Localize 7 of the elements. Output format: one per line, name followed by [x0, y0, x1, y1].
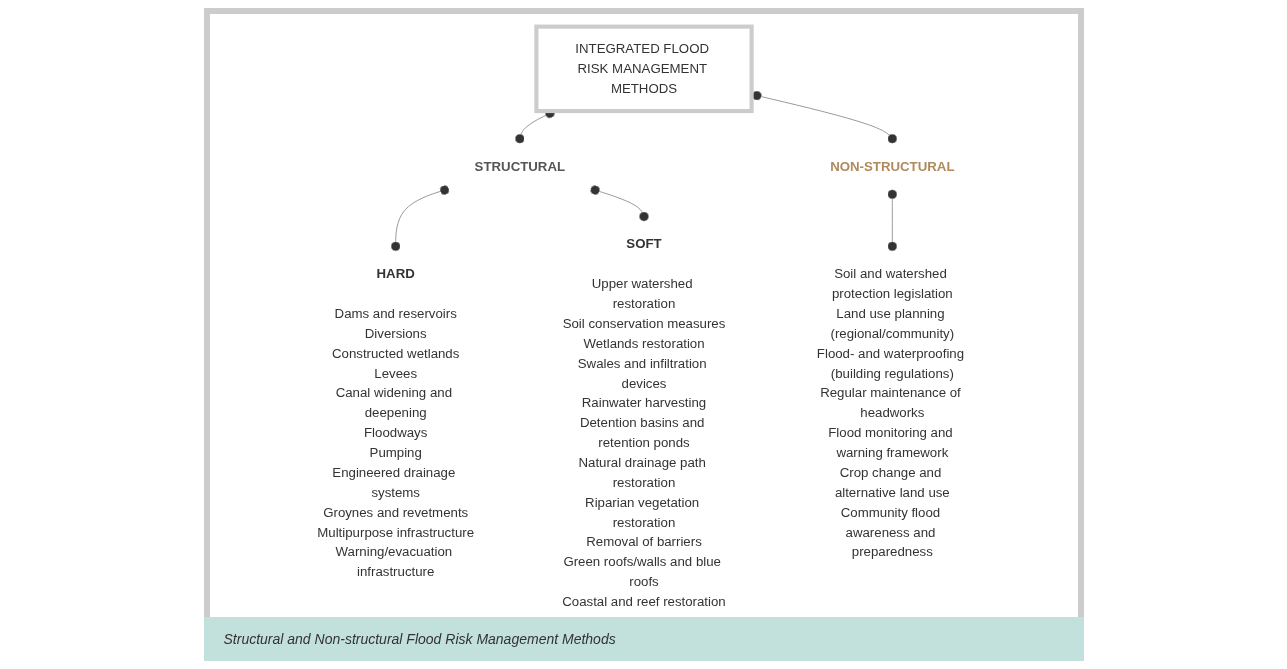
- node-box: INTEGRATED FLOOD RISK MANAGEMENT METHODS: [533, 24, 754, 114]
- node-text: STRUCTURAL: [474, 159, 565, 174]
- caption: Structural and Non-structural Flood Risk Management Methods: [203, 617, 1084, 661]
- node-text: Soil and watershed protection legislation Land use planning (regional/community) Flood- and waterproofing (building regulations) Regular maintenance of headworks Flood monitoring and warning framework Crop change and alternative land use Community flood awareness and preparedness: [816, 266, 964, 559]
- node-text: NON-STRUCTURAL: [829, 159, 954, 174]
- node-text: HARD Dams and reservoirs Diversions Constructed wetlands Levees Canal widening and deepening Floodways Pumping Engineered drainage systems Groynes and revetments Multipurpose infrastructure Warning/evacuation infrastructure: [316, 266, 474, 579]
- node-text: SOFT Upper watershed restoration Soil conservation measures Wetlands restoration Swales and infiltration devices Rainwater harvesting Detention basins and retention ponds Natural drainage path restoration Riparian vegetation restoration Removal of barriers Green roofs/walls and blue roofs Coastal and reef restoration: [561, 236, 726, 609]
